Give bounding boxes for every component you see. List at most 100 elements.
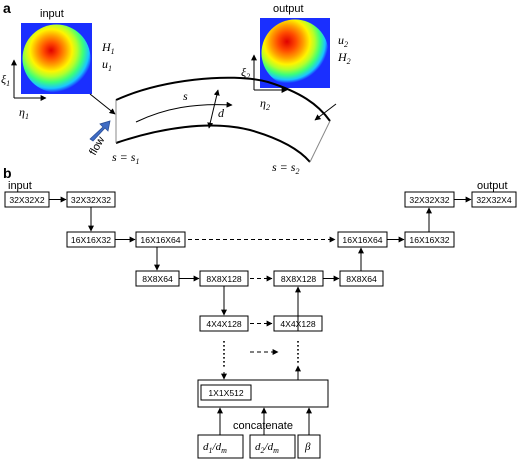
network-input-label: input	[8, 180, 32, 192]
box-label: 32X32X2	[9, 195, 45, 205]
subscript: 1	[25, 112, 29, 121]
input-heatmap-title: input	[40, 8, 64, 20]
panel-a-label: a	[3, 0, 11, 16]
subscript: 1	[6, 79, 10, 88]
subscript: 1	[135, 157, 139, 166]
subscript: 1	[108, 64, 112, 73]
subscript: m	[273, 446, 279, 455]
box-label: 16X16X32	[409, 235, 449, 245]
inlet-pointer-arrow	[89, 93, 116, 115]
panel-b-label: b	[3, 165, 12, 181]
channel-outlet-line	[309, 120, 331, 163]
s-label: s	[183, 89, 188, 103]
subscript: 2	[246, 72, 250, 81]
output-h2-label: H2	[337, 50, 351, 66]
subscript: 2	[344, 40, 348, 49]
box-label: 32X32X32	[409, 195, 449, 205]
box-label: 4X4X128	[206, 319, 242, 329]
d-label: d	[218, 106, 225, 120]
param-frame	[249, 434, 296, 459]
symbol: H	[337, 50, 348, 64]
output-heatmap	[260, 18, 330, 88]
d-width-arrow	[207, 89, 220, 129]
denominator: d	[216, 441, 222, 453]
subscript: 2	[261, 446, 265, 455]
channel-lower-wall	[115, 124, 311, 163]
bottleneck-inner-frame	[200, 384, 252, 401]
flow-label: flow	[87, 135, 107, 158]
box-dec1b: 16X16X32	[404, 231, 455, 248]
subscript: m	[221, 446, 227, 455]
slash: /	[212, 441, 217, 453]
symbol: η	[260, 96, 266, 110]
subscript: 1	[111, 47, 115, 56]
subscript: 2	[266, 103, 270, 112]
box-label: 1X1X512	[208, 388, 244, 398]
box-label: 32X32X32	[71, 195, 111, 205]
symbol: ξ	[241, 65, 247, 79]
input-eta-label: η1	[19, 105, 29, 121]
box-dec2a: 8X8X128	[273, 270, 324, 287]
symbol: u	[102, 57, 108, 71]
box-enc2b: 8X8X128	[199, 270, 249, 287]
output-heatmap-disk	[261, 19, 329, 87]
slash: /	[264, 441, 269, 453]
input-heatmap-disk	[22, 24, 91, 93]
curved-channel	[115, 76, 331, 163]
box-label: 32X32X4	[476, 195, 512, 205]
box-frame	[471, 191, 517, 208]
equation: s = s	[272, 160, 296, 174]
input-h1-label: H1	[101, 40, 115, 56]
symbol: ξ	[1, 72, 7, 86]
box-out1: 32X32X32	[404, 191, 455, 208]
subscript: 1	[209, 446, 213, 455]
box-frame	[199, 315, 249, 332]
box-enc1a: 16X16X32	[66, 231, 116, 248]
param-label: d1/dm	[203, 441, 227, 455]
box-enc3: 4X4X128	[199, 315, 249, 332]
output-xi-label: ξ2	[241, 65, 250, 81]
box-out2: 32X32X4	[471, 191, 517, 208]
box-enc2a: 8X8X64	[135, 270, 180, 287]
box-enc1b: 16X16X64	[135, 231, 186, 248]
box-in1: 32X32X2	[4, 191, 50, 208]
s1-label: s = s1	[112, 150, 139, 166]
subscript: 2	[295, 167, 299, 176]
box-label: 8X8X128	[206, 274, 242, 284]
box-frame	[135, 231, 186, 248]
channel-upper-wall	[115, 76, 331, 122]
output-eta-label: η2	[260, 96, 270, 112]
symbol: η	[19, 105, 25, 119]
equation: s = s	[112, 150, 136, 164]
output-heatmap-title: output	[273, 3, 304, 15]
s-direction-arrow	[135, 101, 233, 123]
box-label: 16X16X64	[140, 235, 180, 245]
network-output-label: output	[477, 180, 508, 192]
param-d2-dm: d2/dm	[249, 434, 296, 459]
numerator: d	[255, 441, 261, 453]
box-label: 8X8X64	[346, 274, 377, 284]
outlet-pointer-arrow	[314, 103, 337, 121]
box-label: 8X8X128	[281, 274, 317, 284]
flow-arrow-icon	[89, 120, 111, 142]
box-in2: 32X32X32	[66, 191, 116, 208]
concatenate-label: concatenate	[233, 420, 293, 432]
input-xi-label: ξ1	[1, 72, 10, 88]
s2-label: s = s2	[272, 160, 299, 176]
symbol: u	[338, 33, 344, 47]
box-label: 16X16X32	[71, 235, 111, 245]
denominator: d	[268, 441, 274, 453]
input-heatmap	[21, 23, 92, 94]
symbol: H	[101, 40, 112, 54]
param-d1-dm: d1/dm	[197, 434, 244, 459]
bottleneck-block: 1X1X512	[197, 379, 329, 408]
box-label: 8X8X64	[142, 274, 173, 284]
subscript: 2	[347, 57, 351, 66]
param-beta: β	[297, 434, 321, 459]
box-dec1a: 16X16X64	[337, 231, 388, 248]
numerator: d	[203, 441, 209, 453]
box-dec2b: 8X8X64	[339, 270, 384, 287]
box-label: 16X16X64	[342, 235, 382, 245]
